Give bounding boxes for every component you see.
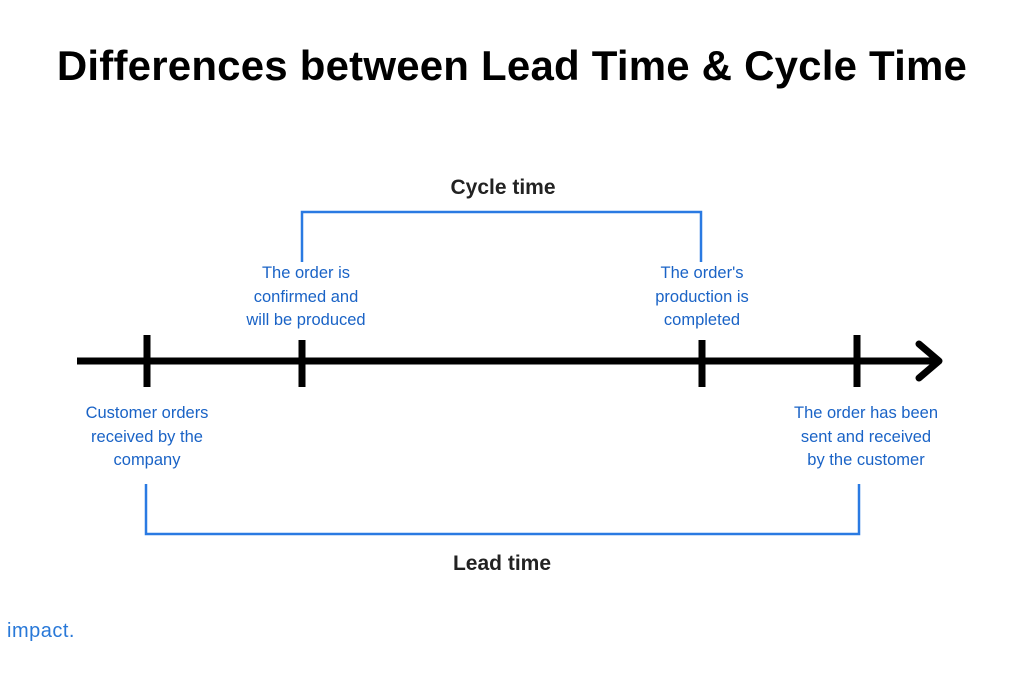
timeline-arrowhead bbox=[915, 340, 943, 382]
page-title: Differences between Lead Time & Cycle Ti… bbox=[56, 42, 968, 89]
event-order-delivered: The order has been sent and received by … bbox=[793, 404, 938, 469]
lead-time-bracket bbox=[144, 484, 861, 536]
event-order-received: Customer orders received by the company bbox=[85, 404, 209, 469]
brand-logo: impact. bbox=[7, 620, 75, 642]
cycle-time-label: Cycle time bbox=[450, 176, 556, 199]
event-order-confirmed: The order is confirmed and will be produ… bbox=[246, 264, 366, 329]
event-production-completed: The order's production is completed bbox=[655, 264, 749, 329]
cycle-time-bracket bbox=[300, 210, 703, 262]
lead-time-label: Lead time bbox=[452, 552, 552, 575]
